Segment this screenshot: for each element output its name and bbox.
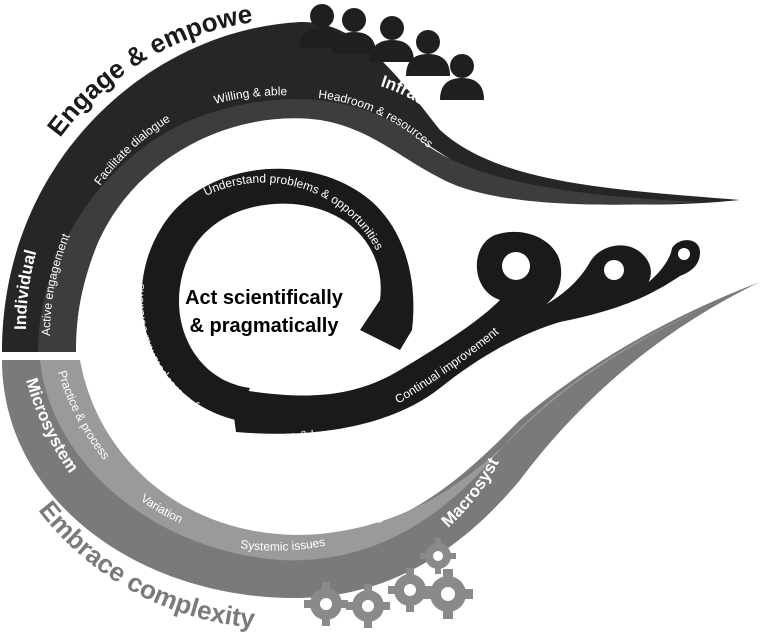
systemic-issues-label: Systemic issues [240,535,327,554]
center-title-line1: Act scientifically [185,287,344,309]
gear-icon [304,538,473,628]
engage-band [2,21,740,353]
people-icon [300,4,484,100]
center-title-line2: & pragmatically [190,315,340,337]
spiral-loop-2-hole [604,260,624,280]
improvement-spiral [230,231,700,434]
spiral-loop-1-hole [502,252,530,280]
assess-learn-label: Assess & learn [257,426,338,445]
spiral-loop-3-hole [678,248,690,260]
